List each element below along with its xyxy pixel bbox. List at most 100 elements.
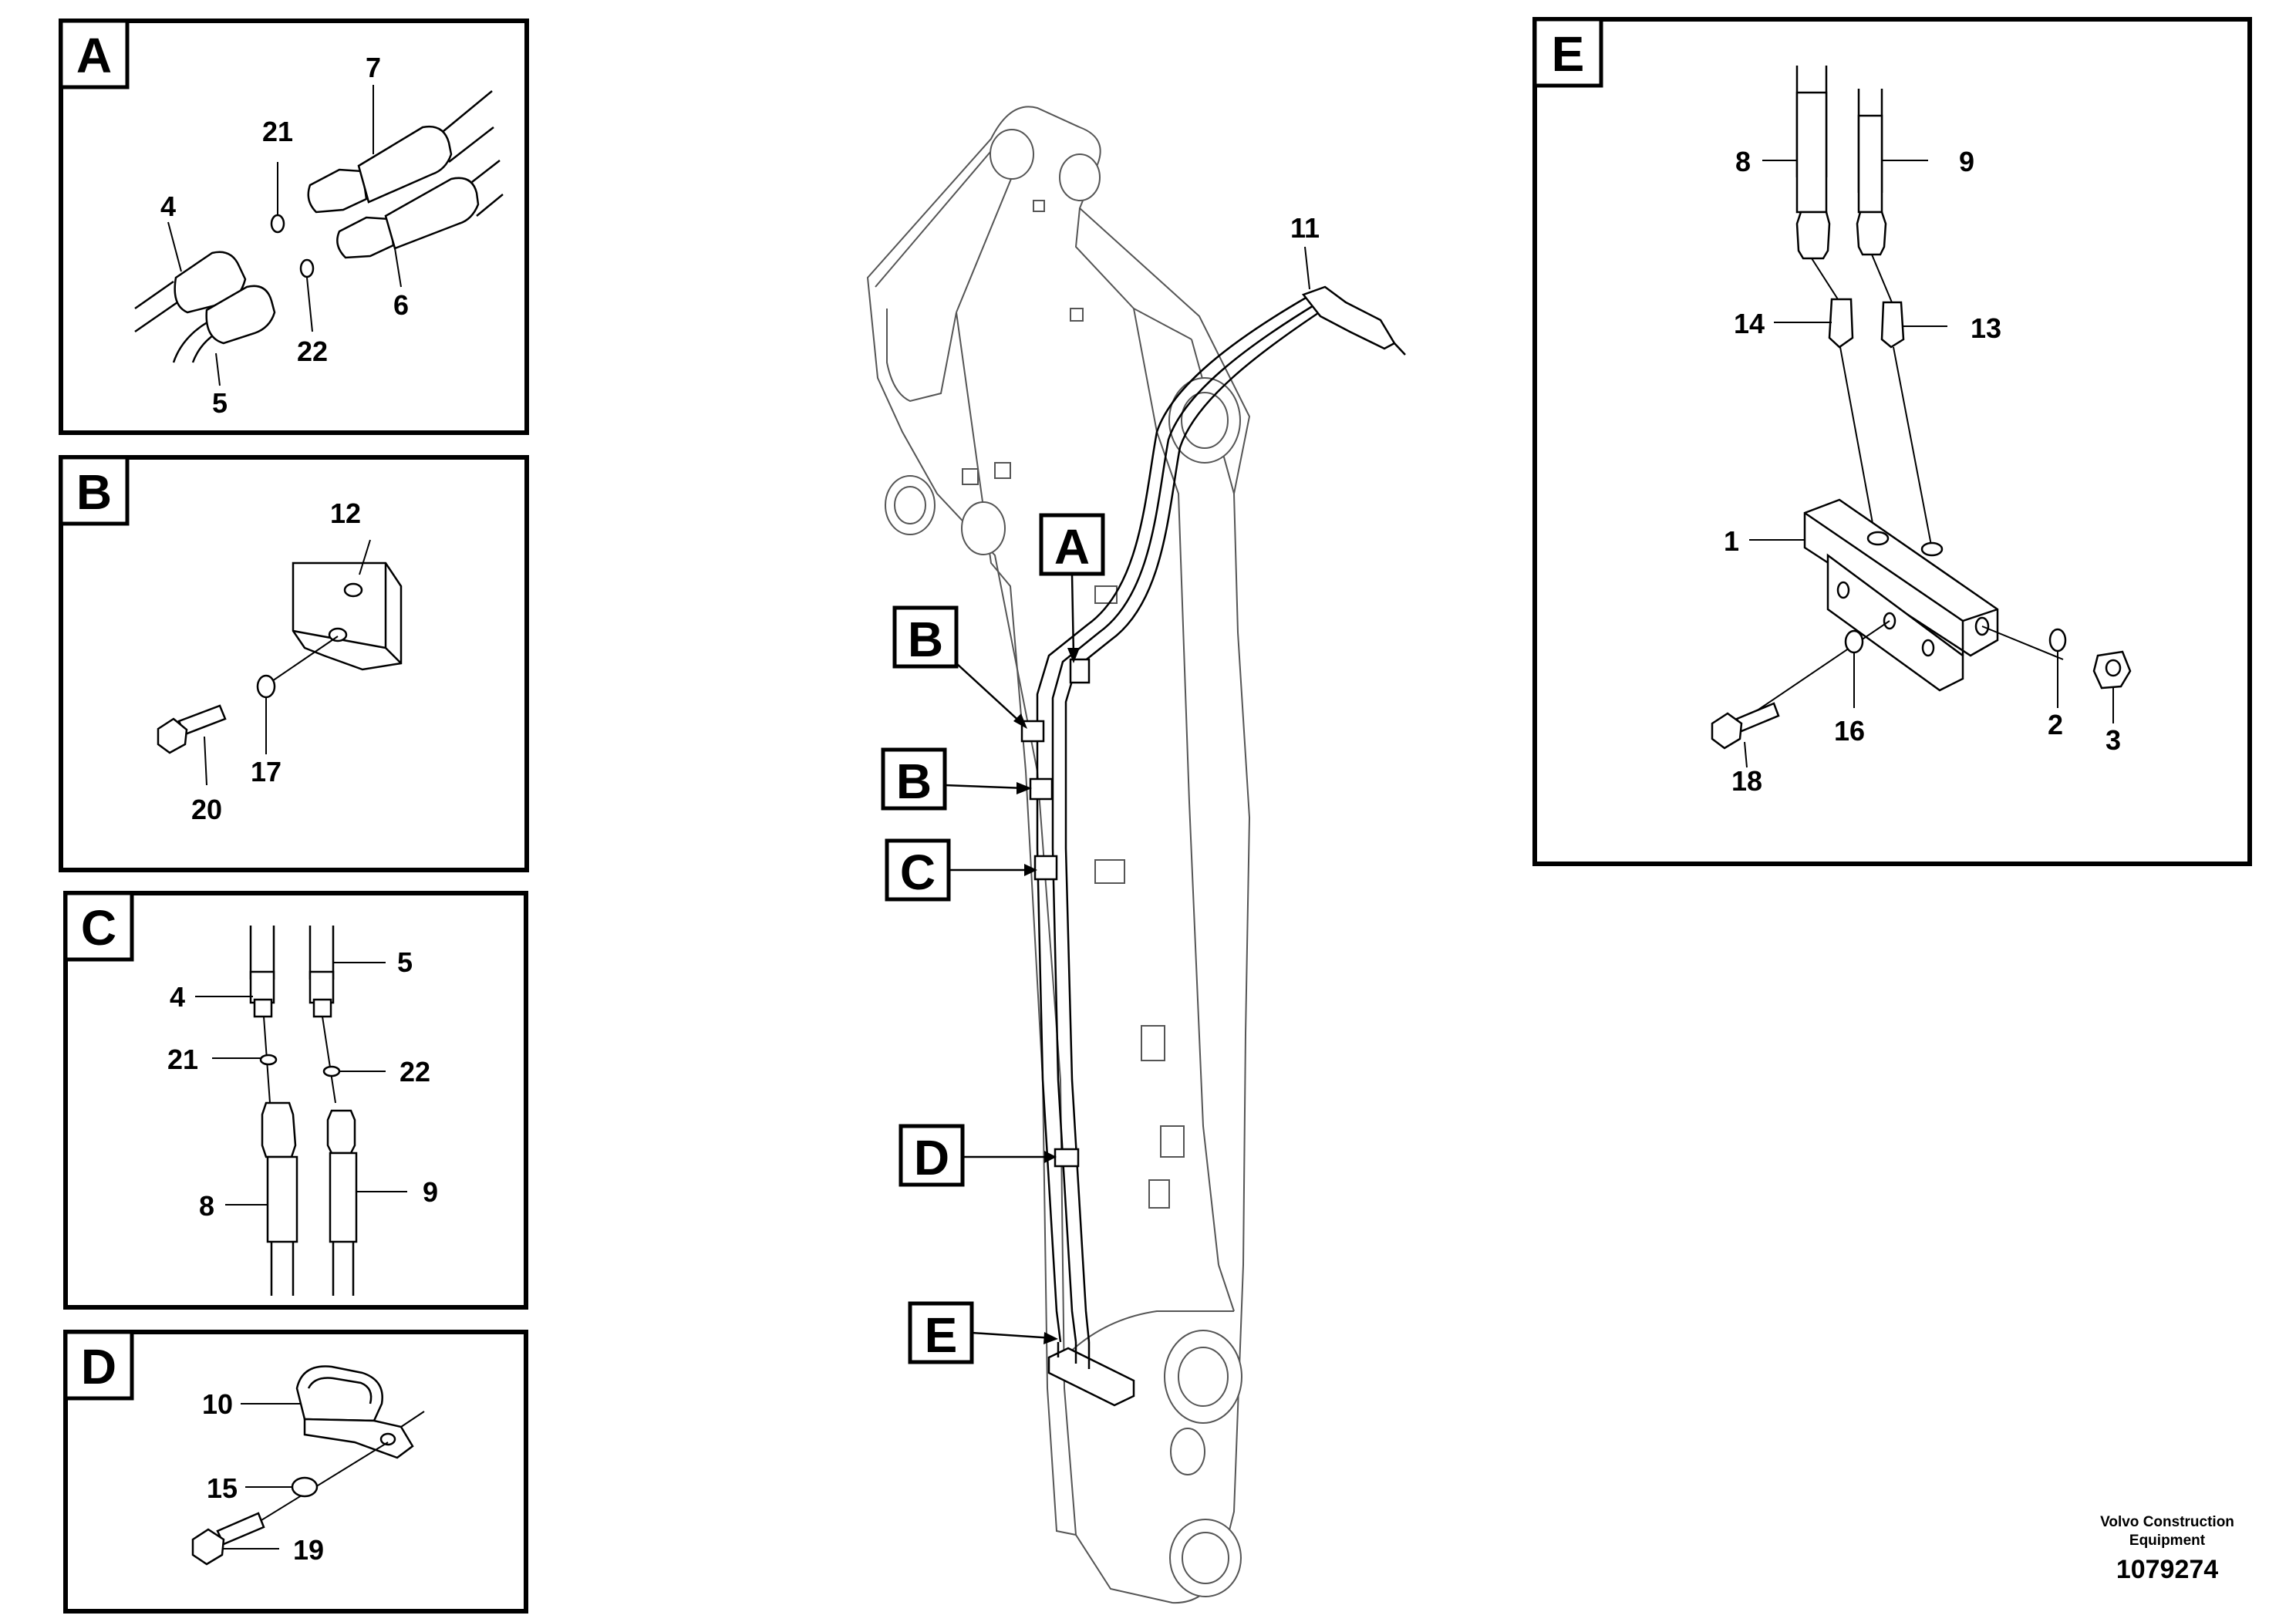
washer-15 [291, 1476, 319, 1498]
arm-block-2 [994, 462, 1011, 479]
main-section-labels: A B B C D E [881, 513, 1105, 1364]
label-e-main: E [908, 1301, 1058, 1364]
callout-e-2: 2 [2048, 709, 2063, 740]
hoses-8-9-lower [270, 1242, 355, 1296]
callout-main-11: 11 [1290, 212, 1320, 244]
block-side-hole-3 [1921, 639, 1935, 657]
pivot-lower-1 [1164, 1330, 1242, 1424]
panel-b-frame [59, 455, 529, 872]
arrow-b1 [956, 663, 1023, 724]
panel-c-frame [63, 891, 528, 1310]
axis-e-hoses [1811, 254, 1933, 550]
svg-text:C: C [900, 845, 936, 900]
arm-block-1 [962, 468, 979, 485]
callout-b-12: 12 [330, 497, 361, 529]
panel-e-badge [1532, 17, 1603, 88]
panel-b-letter: B [76, 464, 112, 520]
arm-block-7 [1141, 1025, 1165, 1061]
arm-block-5 [1094, 585, 1118, 604]
callout-e-13: 13 [1971, 312, 2001, 344]
callout-a-4: 4 [160, 191, 176, 222]
hose-9-sleeve [329, 1152, 358, 1243]
bolt-18-shank [1735, 702, 1780, 733]
callout-e-9: 9 [1959, 146, 1974, 177]
adapter-13 [1880, 301, 1905, 349]
panel-e-letter: E [1552, 26, 1585, 82]
hose-run-inner [1064, 309, 1323, 1343]
detail-panel-d: D 10 15 19 [63, 1330, 528, 1614]
detail-panel-e: E 8 9 14 13 1 [1532, 17, 2252, 866]
label-b1-main: B [892, 605, 1027, 729]
pivot-top-right [1059, 153, 1101, 201]
washer-17 [256, 674, 276, 699]
panel-a-frame [59, 19, 529, 435]
panel-d-frame [63, 1330, 528, 1614]
hose-8-sleeve [266, 1155, 298, 1243]
callout-e-8: 8 [1735, 146, 1751, 177]
hose-4 [134, 280, 178, 333]
clamp-plate-12 [292, 561, 403, 671]
callout-e-1: 1 [1724, 525, 1739, 557]
arm-left-plate [886, 309, 957, 403]
label-d-main: D [899, 1124, 1057, 1187]
pivot-upper-right-inner [1181, 392, 1229, 449]
axis-e-bolts [1758, 620, 2064, 710]
clamp-10-loop [295, 1365, 383, 1422]
arm-crease-lower [1218, 1264, 1235, 1312]
svg-text:B: B [908, 612, 943, 667]
panel-b-badge [59, 455, 130, 526]
oring-2 [2048, 628, 2067, 653]
pivot-top-left [990, 129, 1034, 180]
pivot-left-1-inner [894, 486, 926, 524]
fitting-6 [336, 216, 395, 259]
arm-crease-right [1133, 308, 1219, 1266]
callout-c-4: 4 [170, 981, 185, 1013]
clamp-hole-lower [328, 627, 348, 642]
hose-8-nut [261, 1101, 297, 1158]
brand-block: Volvo Construction Equipment 1079274 [2052, 1513, 2283, 1586]
arm-block-3 [1033, 200, 1045, 212]
arrow-b2 [944, 784, 1027, 790]
clamp-hole-upper [343, 582, 363, 598]
adapter-14 [1828, 298, 1854, 349]
arm-crease-left [956, 312, 1077, 1536]
bolt-18-head [1711, 712, 1743, 750]
arm-lower-plate [1064, 1310, 1234, 1358]
hose-run-outer [1036, 295, 1308, 1343]
block-1-edge [1804, 511, 1998, 656]
callout-b-17: 17 [251, 756, 282, 787]
fitting-5 [205, 285, 276, 345]
callout-c-8: 8 [199, 1190, 214, 1222]
panel-d-letter: D [81, 1339, 116, 1394]
block-port-2 [1920, 541, 1944, 557]
leader-main-11 [1304, 246, 1310, 290]
clamp-10-tab [303, 1418, 414, 1459]
brand-name-line2: Equipment [2129, 1533, 2206, 1549]
hose-8-e-sleeve [1795, 91, 1828, 214]
oring-21-c [259, 1054, 278, 1066]
panel-c-badge [63, 891, 134, 962]
oring-21 [270, 214, 285, 234]
callout-c-5: 5 [397, 946, 413, 978]
detail-panel-c: C 5 4 21 22 8 9 [63, 891, 528, 1310]
hose-joint-c [1033, 855, 1058, 881]
callout-d-10: 10 [202, 1388, 233, 1420]
panel-e-frame [1532, 17, 2252, 866]
svg-text:B: B [896, 754, 932, 809]
callout-b-20: 20 [191, 794, 222, 825]
leader-e-18 [1744, 741, 1748, 768]
bolt-axis-b [269, 636, 339, 683]
hose-run-middle [1051, 303, 1316, 1343]
hose-9-e-sleeve [1857, 114, 1883, 214]
hose-9-e-nut [1856, 211, 1887, 256]
callout-a-21: 21 [262, 116, 293, 147]
label-c-main: C [885, 838, 1037, 902]
arrow-e [971, 1331, 1054, 1340]
callout-e-18: 18 [1731, 765, 1762, 797]
label-a-main: A [1039, 513, 1105, 663]
hoses-4-5-upper [249, 926, 335, 980]
hose-8-e-nut [1795, 211, 1831, 260]
fitting-7 [307, 168, 368, 214]
leader-a-6 [394, 248, 402, 288]
excavator-arm-illustration: 11 [866, 106, 1406, 1604]
